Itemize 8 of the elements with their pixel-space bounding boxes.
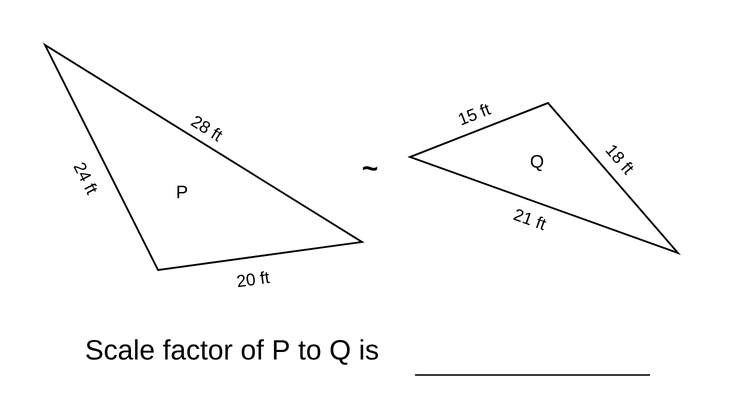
side-length: 21 ft bbox=[513, 209, 546, 230]
side-length: 15 ft bbox=[458, 104, 492, 126]
side-length: 24 ft bbox=[74, 162, 97, 196]
side-length: 20 ft bbox=[237, 271, 270, 288]
side-length: 18 ft bbox=[605, 145, 634, 176]
question-text: Scale factor of P to Q is bbox=[86, 339, 378, 365]
side-length: 28 ft bbox=[190, 116, 222, 142]
similarity-symbol: ~ bbox=[362, 166, 378, 171]
